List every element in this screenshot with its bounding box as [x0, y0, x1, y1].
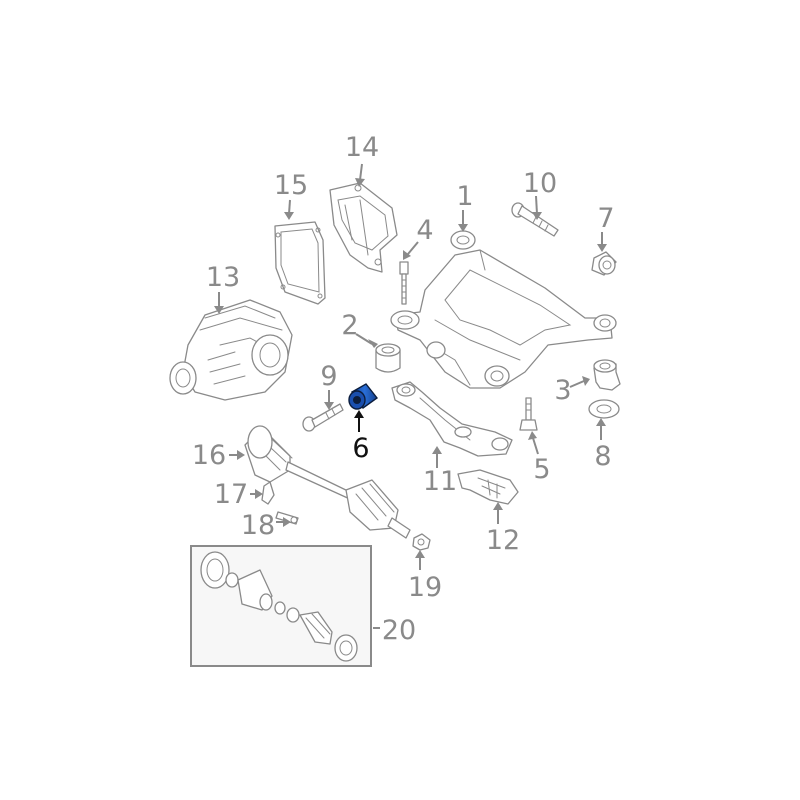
- arrow-head-icon: [354, 410, 364, 418]
- callout-8: 8: [594, 441, 611, 472]
- callout-9: 9: [320, 361, 337, 392]
- arrow-head-icon: [368, 339, 378, 348]
- arrow-head-icon: [597, 244, 607, 252]
- part-10-bolt[interactable]: [511, 202, 559, 237]
- arrow-head-icon: [493, 502, 503, 510]
- part-18-clamp[interactable]: [275, 511, 299, 525]
- part-19-nut[interactable]: [412, 533, 431, 551]
- part-17-clip[interactable]: [261, 481, 275, 505]
- part-5-stud[interactable]: [519, 397, 538, 431]
- part-16-drive-shaft[interactable]: [244, 425, 411, 539]
- callout-2: 2: [341, 310, 358, 341]
- part-8-washer[interactable]: [588, 399, 620, 419]
- arrow-head-icon: [532, 212, 542, 220]
- callout-3: 3: [554, 375, 571, 406]
- arrow-head-icon: [284, 212, 294, 220]
- part-9-bolt[interactable]: [302, 403, 344, 432]
- arrow-head-icon: [214, 306, 224, 314]
- callout-labels: 14 15 1 10 7 4 13 2 9 3 6 16 11 5 8 17 1…: [192, 132, 615, 646]
- part-1-subframe[interactable]: [390, 230, 617, 389]
- arrow-head-icon: [324, 402, 334, 410]
- callout-16: 16: [192, 440, 226, 471]
- arrow-head-icon: [355, 178, 365, 187]
- arrow-head-icon: [528, 431, 537, 440]
- part-3-mount[interactable]: [593, 359, 621, 391]
- part-14-heat-shield[interactable]: [329, 182, 398, 273]
- part-20-cv-joint-kit[interactable]: [190, 545, 372, 667]
- arrow-head-icon: [255, 489, 263, 499]
- callout-7: 7: [597, 203, 614, 234]
- callout-18: 18: [241, 510, 275, 541]
- callout-14: 14: [345, 132, 379, 163]
- arrow-head-icon: [237, 450, 245, 460]
- callout-10: 10: [523, 168, 557, 199]
- part-11-control-arm[interactable]: [391, 381, 513, 457]
- part-15-cover-gasket[interactable]: [274, 221, 326, 305]
- part-12-guard[interactable]: [457, 469, 519, 505]
- part-13-differential[interactable]: [169, 299, 293, 401]
- arrow-head-icon: [415, 550, 425, 558]
- callout-5: 5: [533, 454, 550, 485]
- callout-1: 1: [456, 181, 473, 212]
- arrow-head-icon: [582, 376, 590, 386]
- callout-19: 19: [408, 572, 442, 603]
- part-2-bushing[interactable]: [375, 343, 401, 373]
- arrow-head-icon: [596, 418, 606, 426]
- callout-17: 17: [214, 479, 248, 510]
- arrow-head-icon: [432, 446, 442, 454]
- callout-20: 20: [382, 615, 416, 646]
- callout-4: 4: [416, 215, 433, 246]
- callout-15: 15: [274, 170, 308, 201]
- arrow-head-icon: [458, 224, 468, 232]
- part-7-bushing[interactable]: [591, 251, 617, 276]
- callout-12: 12: [486, 525, 520, 556]
- part-4-stud-bolt[interactable]: [399, 261, 409, 305]
- callout-11: 11: [423, 466, 457, 497]
- arrow-head-icon: [283, 517, 291, 527]
- arrow-head-icon: [403, 250, 411, 260]
- callout-13: 13: [206, 262, 240, 293]
- leader-lines: [214, 163, 607, 629]
- callout-6-active: 6: [352, 433, 369, 464]
- part-6-bushing-highlighted[interactable]: [348, 383, 379, 410]
